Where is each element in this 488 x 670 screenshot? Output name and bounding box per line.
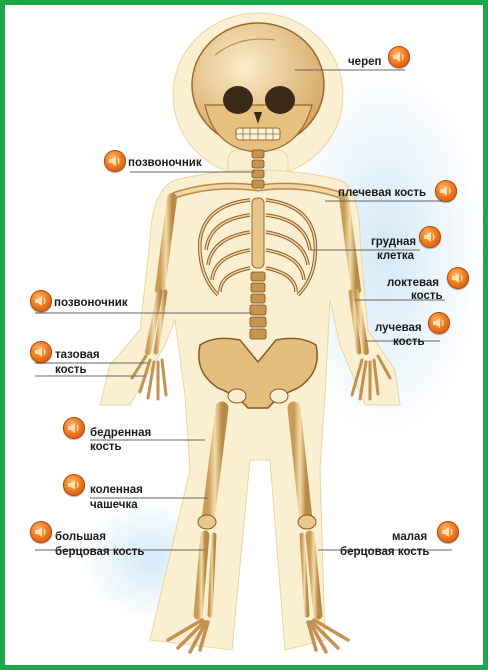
sound-button-femur[interactable] xyxy=(63,417,85,439)
label-tibia-2: берцовая кость xyxy=(55,546,144,559)
speaker-icon xyxy=(108,154,122,168)
label-radius-1: лучевая xyxy=(375,322,422,335)
label-fibula-1: малая xyxy=(392,531,427,544)
sound-button-spine-mid[interactable] xyxy=(30,290,52,312)
label-skull: череп xyxy=(348,56,381,69)
speaker-icon xyxy=(439,184,453,198)
label-fibula-2: берцовая кость xyxy=(340,546,429,559)
label-pelvis-2: кость xyxy=(55,364,87,377)
label-ulna-2: кость xyxy=(411,290,443,303)
speaker-icon xyxy=(432,316,446,330)
sound-button-fibula[interactable] xyxy=(437,521,459,543)
speaker-icon xyxy=(34,294,48,308)
sound-button-skull[interactable] xyxy=(388,46,410,68)
label-tibia-1: большая xyxy=(55,531,106,544)
sound-button-tibia[interactable] xyxy=(30,521,52,543)
label-spine-top: позвоночник xyxy=(128,157,202,170)
sound-button-spine-top[interactable] xyxy=(104,150,126,172)
sound-button-patella[interactable] xyxy=(63,474,85,496)
sound-button-radius[interactable] xyxy=(428,312,450,334)
label-pelvis-1: тазовая xyxy=(55,349,100,362)
speaker-icon xyxy=(67,478,81,492)
sound-button-ribcage[interactable] xyxy=(419,226,441,248)
label-ribcage-1: грудная xyxy=(371,236,416,249)
speaker-icon xyxy=(67,421,81,435)
label-radius-2: кость xyxy=(393,336,425,349)
label-femur-1: бедренная xyxy=(90,427,151,440)
label-humerus: плечевая кость xyxy=(338,187,426,200)
label-ribcage-2: клетка xyxy=(377,250,414,263)
sound-button-pelvis[interactable] xyxy=(30,341,52,363)
label-ulna-1: локтевая xyxy=(387,277,439,290)
label-patella-2: чашечка xyxy=(90,499,138,512)
speaker-icon xyxy=(34,345,48,359)
speaker-icon xyxy=(423,230,437,244)
label-patella-1: коленная xyxy=(90,484,143,497)
speaker-icon xyxy=(392,50,406,64)
label-femur-2: кость xyxy=(90,441,122,454)
sound-button-humerus[interactable] xyxy=(435,180,457,202)
label-spine-mid: позвоночник xyxy=(54,297,128,310)
speaker-icon xyxy=(441,525,455,539)
speaker-icon xyxy=(34,525,48,539)
speaker-icon xyxy=(451,271,465,285)
sound-button-ulna[interactable] xyxy=(447,267,469,289)
